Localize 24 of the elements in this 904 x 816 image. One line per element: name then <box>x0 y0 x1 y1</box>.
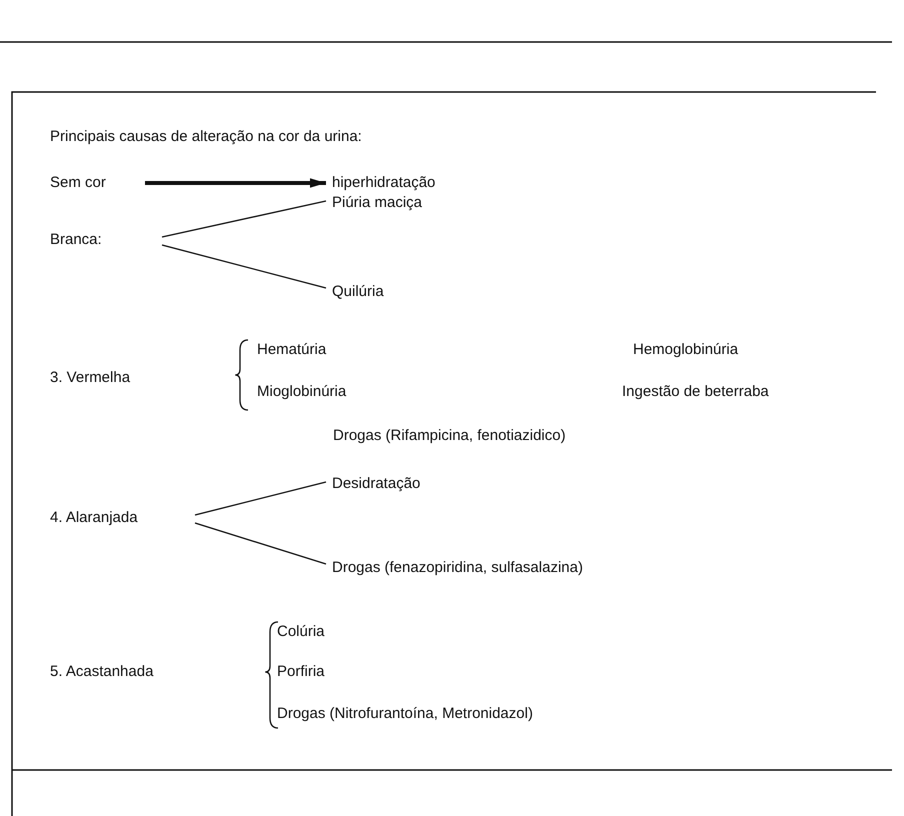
category-text: Branca: <box>50 231 103 249</box>
group-label: 5. Acastanhada <box>50 663 154 681</box>
group-label: 3. Vermelha <box>50 369 130 387</box>
category-text: hiperhidratação <box>331 174 436 192</box>
connector-line <box>162 244 326 289</box>
cause-text: Drogas (Nitrofurantoína, Metronidazol) <box>277 705 533 723</box>
cause-text: Mioglobinúria <box>257 383 346 401</box>
connector-line <box>162 200 326 238</box>
cause-text: Porfiria <box>277 663 325 681</box>
arrow <box>145 178 326 188</box>
category-text: Piúria maciça <box>331 194 424 212</box>
connector-line <box>194 481 326 516</box>
cause-text: Colúria <box>277 623 325 641</box>
category-text: Quilúria <box>331 283 385 301</box>
cause-text: Ingestão de beterraba <box>622 383 769 401</box>
category-text: Sem cor <box>50 174 107 192</box>
cause-text: Drogas (Rifampicina, fenotiazidico) <box>333 427 566 445</box>
category-text: Drogas (fenazopiridina, sulfasalazina) <box>331 559 584 577</box>
connector-line <box>194 522 326 565</box>
category-text: Desidratação <box>331 475 422 493</box>
heading: Principais causas de alteração na cor da urina: <box>50 128 362 146</box>
cause-text: Hemoglobinúria <box>633 341 738 359</box>
category-text: 4. Alaranjada <box>50 509 139 527</box>
cause-text: Hematúria <box>257 341 326 359</box>
